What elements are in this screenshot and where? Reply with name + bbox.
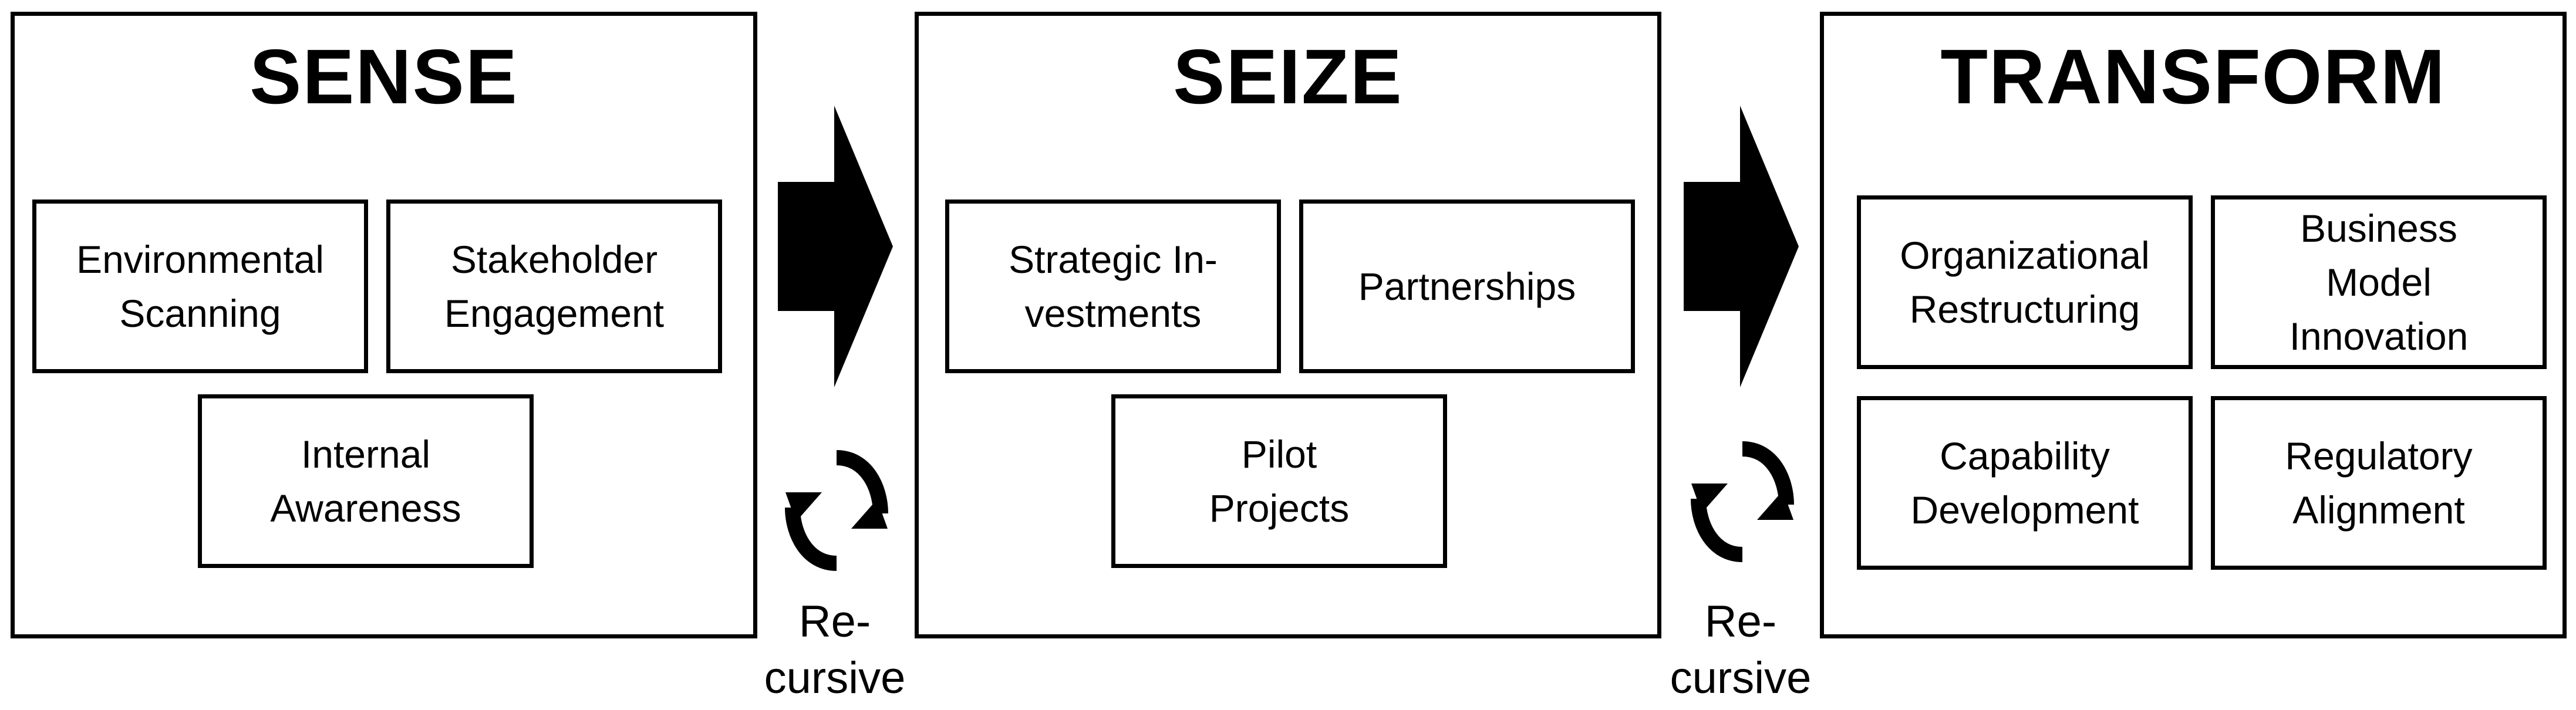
stage-title: SENSE — [249, 33, 518, 120]
recursive-label: Re- cursive — [764, 597, 906, 703]
flow-arrow-icon — [1684, 106, 1799, 387]
item-pilot-projects: Pilot Projects — [1111, 394, 1447, 568]
item-strategic-investments: Strategic In- vestments — [945, 200, 1281, 373]
recursive-label: Re- cursive — [1670, 597, 1812, 703]
flow-arrow-icon — [778, 106, 893, 387]
item-environmental-scanning: Environmental Scanning — [32, 200, 368, 373]
item-organizational-restructuring: Organizational Restructuring — [1857, 195, 2193, 369]
item-internal-awareness: Internal Awareness — [198, 394, 534, 568]
stage-title: TRANSFORM — [1940, 33, 2446, 120]
stage-title: SEIZE — [1173, 33, 1403, 120]
recursive-cycle-icon — [1691, 441, 1794, 562]
item-business-model-innovation: Business Model Innovation — [2211, 195, 2547, 369]
item-partnerships: Partnerships — [1299, 200, 1635, 373]
item-stakeholder-engagement: Stakeholder Engagement — [386, 200, 722, 373]
recursive-cycle-icon — [785, 450, 888, 571]
item-regulatory-alignment: Regulatory Alignment — [2211, 396, 2547, 570]
item-capability-development: Capability Development — [1857, 396, 2193, 570]
